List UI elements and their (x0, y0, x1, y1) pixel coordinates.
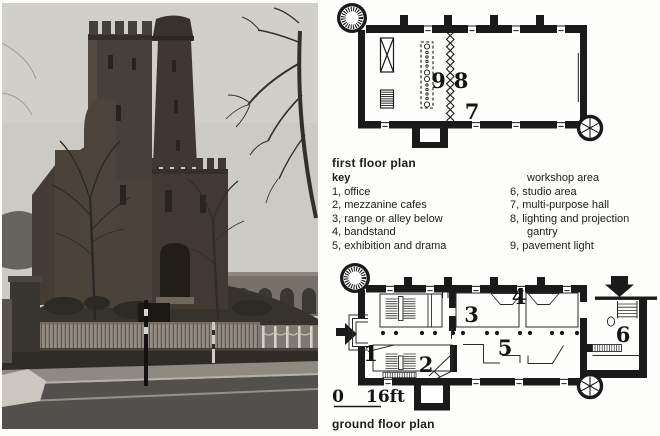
slit-windows (108, 55, 206, 213)
scale-end-label: 16ft (366, 387, 405, 407)
sidewalk (2, 361, 318, 385)
room-number-5: 5 (498, 335, 513, 360)
fence-rail (38, 322, 260, 325)
ff-windows-bottom (381, 120, 565, 129)
chain-fence (258, 325, 318, 349)
gf-splay-wall (436, 371, 452, 379)
picket-fence (38, 322, 260, 350)
scale-zero-label: 0 (332, 387, 344, 407)
scale-bar: 0 16ft (332, 387, 405, 408)
room-number-3: 3 (464, 302, 479, 327)
key-item: 9, pavement light (510, 239, 594, 252)
gf-annex-interior (592, 301, 639, 356)
gf-ramp-line-2 (428, 355, 451, 378)
ff-stair-treads (379, 89, 395, 109)
ground-floor-plan-title: ground floor plan (332, 417, 435, 431)
room-number-4: 4 (512, 284, 527, 309)
gf-ramp-line-1 (367, 344, 395, 352)
square-tower-coping (88, 35, 152, 40)
ff-walls (358, 15, 587, 148)
gf-door-ticks (442, 292, 449, 298)
ff-lighting-gantry (420, 41, 434, 109)
road (2, 375, 318, 429)
tree-front-right (187, 178, 245, 321)
gf-column-dots (380, 330, 580, 336)
gf-lower-stair-room (372, 344, 453, 379)
tree-left-blob (2, 211, 38, 270)
square-tower-merlons (89, 21, 152, 35)
key-item: 2, mezzanine cafes (332, 199, 427, 211)
key-item: 7, multi-purpose hall (510, 199, 610, 211)
key-column-left: key 1, office 2, mezzanine cafes 3, rang… (332, 172, 510, 253)
photo-illustration (1, 3, 319, 429)
entrance-arrow-north (605, 276, 634, 297)
light-object (2, 369, 46, 407)
first-floor-plan-drawing: 9 8 7 (330, 0, 604, 148)
ff-lift-void (379, 37, 395, 73)
corner-turret (84, 97, 116, 235)
left-edge-structure (2, 299, 12, 363)
sign-board (138, 303, 170, 325)
gf-upper-stair-room (379, 293, 443, 328)
gf-windows-top (386, 284, 571, 294)
key-column-right: workshop area 6, studio area 7, multi-pu… (510, 172, 629, 253)
ff-lattice-gantry (445, 31, 455, 122)
key-item: 4, bandstand (332, 226, 396, 238)
key-heading: key (332, 172, 351, 184)
gf-spiral-stair (576, 372, 604, 400)
tree-right (225, 7, 318, 219)
gf-bay-interior (421, 385, 443, 403)
key-item: 5, exhibition and drama (332, 239, 447, 252)
striped-post-2 (212, 322, 215, 363)
door-steps (156, 297, 194, 304)
pillar-cap (8, 276, 42, 282)
ff-bay-interior (420, 128, 440, 142)
curb-line (1, 373, 319, 385)
gf-partitions (463, 344, 564, 364)
key-item-continuation: gantry (527, 226, 558, 238)
ground-floor-plan-drawing: 1 2 3 4 5 6 0 16ft (332, 262, 657, 411)
key-item: 1, office (332, 185, 371, 198)
room-number-6: 6 (616, 322, 631, 347)
faint-branches (1, 42, 37, 116)
room-number-8: 8 (454, 68, 469, 93)
doorway (160, 243, 190, 299)
gf-rooms-3-4 (455, 292, 579, 328)
ff-windows-top (424, 24, 565, 34)
key-item: 3, range or alley below (332, 212, 443, 225)
gf-stair-tower (340, 263, 370, 293)
key-block: key 1, office 2, mezzanine cafes 3, rang… (332, 172, 658, 253)
key-item: 6, studio area (510, 185, 577, 198)
striped-pole (144, 300, 148, 386)
room-number-2: 2 (419, 352, 434, 377)
building-photograph (1, 3, 319, 429)
gf-porch-steps (348, 314, 368, 351)
wall-coping (2, 348, 318, 351)
entrance-arrow-west (336, 323, 357, 345)
round-tower-cap (152, 15, 194, 41)
first-floor-plan-title: first floor plan (332, 156, 416, 170)
gate-pillar (10, 278, 40, 352)
room-number-9: 9 (431, 68, 446, 93)
key-item-continuation: workshop area (527, 172, 600, 184)
round-tower-cap-band (152, 36, 194, 40)
gf-windows-bottom (384, 377, 568, 387)
parapet-band (152, 169, 228, 174)
key-item: 8, lighting and projection (510, 212, 630, 225)
ff-stair-tower (337, 3, 367, 33)
room-number-7: 7 (465, 99, 480, 124)
tree-front-left (51, 140, 131, 321)
room-number-1: 1 (363, 341, 378, 366)
ff-spiral-stair (576, 114, 604, 142)
lane-line (1, 388, 319, 403)
